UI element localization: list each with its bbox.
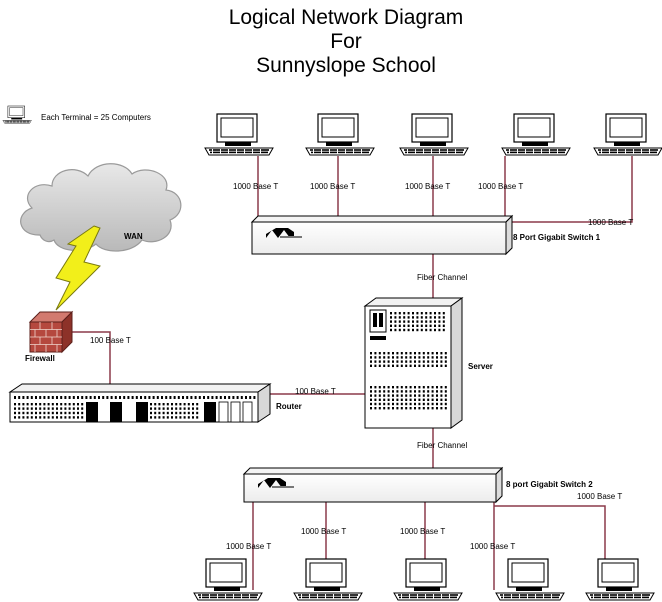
switch-2-device xyxy=(242,466,504,504)
switch-1-device xyxy=(250,214,514,256)
terminal-bottom-5 xyxy=(585,558,655,601)
fiber-label-top: Fiber Channel xyxy=(417,273,468,282)
link-label-bottom-3: 1000 Base T xyxy=(400,527,446,536)
links xyxy=(65,156,633,590)
link-label-top-4: 1000 Base T xyxy=(478,182,524,191)
terminal-bottom-3 xyxy=(393,558,463,601)
terminal-bottom-2 xyxy=(293,558,363,601)
terminal-top-3 xyxy=(399,113,469,156)
link-label-top-1: 1000 Base T xyxy=(233,182,279,191)
link-bot-5 xyxy=(494,505,606,578)
link-label-bottom-5: 1000 Base T xyxy=(577,492,623,501)
firewall-icon xyxy=(28,310,74,354)
title-line-2: For xyxy=(330,30,362,53)
legend-text: Each Terminal = 25 Computers xyxy=(41,113,151,122)
link-label-top-5: 1000 Base T xyxy=(588,218,634,227)
switch-2-logo-icon xyxy=(258,478,286,488)
router-label: Router xyxy=(276,402,302,411)
wan-label: WAN xyxy=(124,232,143,241)
link-label-bottom-1: 1000 Base T xyxy=(226,542,272,551)
switch-2-label: 8 port Gigabit Switch 2 xyxy=(506,480,593,489)
link-top-5 xyxy=(505,156,633,223)
link-label-router-server: 100 Base T xyxy=(295,387,336,396)
link-label-top-2: 1000 Base T xyxy=(310,182,356,191)
server-label: Server xyxy=(468,362,493,371)
lightning-icon xyxy=(55,225,101,311)
wan-cloud xyxy=(20,163,182,252)
terminal-top-5 xyxy=(593,113,662,156)
terminal-top-1 xyxy=(204,113,274,156)
link-label-bottom-4: 1000 Base T xyxy=(470,542,516,551)
title-line-3: Sunnyslope School xyxy=(256,54,436,77)
terminal-bottom-4 xyxy=(495,558,565,601)
switch-1-logo-icon xyxy=(266,228,294,238)
terminal-bottom-1 xyxy=(193,558,263,601)
firewall-label: Firewall xyxy=(25,354,55,363)
server-device xyxy=(363,297,464,429)
title-line-1: Logical Network Diagram xyxy=(228,6,464,29)
link-firewall-router xyxy=(65,331,111,385)
terminal-top-2 xyxy=(305,113,375,156)
terminal-top-4 xyxy=(501,113,571,156)
router-device xyxy=(8,383,272,423)
fiber-label-bottom: Fiber Channel xyxy=(417,441,468,450)
legend-terminal-icon xyxy=(2,105,32,124)
link-label-bottom-2: 1000 Base T xyxy=(301,527,347,536)
link-label-top-3: 1000 Base T xyxy=(405,182,451,191)
switch-1-label: 8 Port Gigabit Switch 1 xyxy=(513,233,601,242)
link-label-firewall-router: 100 Base T xyxy=(90,336,131,345)
